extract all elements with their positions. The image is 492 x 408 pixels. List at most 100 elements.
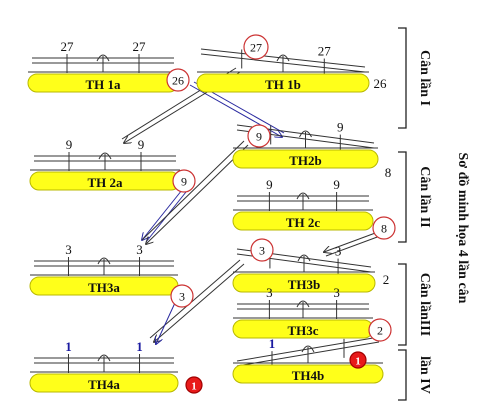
right-pan-count: 9 bbox=[333, 177, 340, 192]
balance-bar bbox=[232, 149, 379, 169]
balance-label: TH2b bbox=[289, 153, 322, 168]
right-pan-count: 3 bbox=[333, 285, 340, 300]
left-pan-count: 3 bbox=[65, 242, 72, 257]
left-pan-count: 27 bbox=[61, 39, 75, 54]
left-pan-count: 9 bbox=[266, 177, 273, 192]
balance-th2b: TH2b 9 bbox=[232, 120, 379, 169]
bracket-can4: lần IV bbox=[398, 349, 432, 401]
arrow-th3b-to-th4a-2 bbox=[149, 259, 241, 339]
right-pan-count: 9 bbox=[138, 137, 145, 152]
pivot-arc bbox=[98, 152, 112, 160]
balance-label: TH3c bbox=[287, 323, 318, 338]
right-pan-count: 27 bbox=[133, 39, 147, 54]
circled-number-c9a: 9 bbox=[247, 124, 271, 148]
number-circle bbox=[166, 68, 190, 92]
bracket-label: Cân lần II bbox=[417, 166, 432, 227]
number-circle bbox=[372, 216, 396, 240]
balance-th3b: TH3b 3 bbox=[232, 244, 376, 293]
bracket-can3: Cân lầnIII bbox=[398, 263, 432, 346]
right-pan-count: 9 bbox=[337, 120, 344, 135]
side-number-s8: 8 bbox=[385, 165, 392, 180]
right-pan-count: 3 bbox=[136, 242, 143, 257]
bracket-label: lần IV bbox=[417, 356, 432, 394]
circled-number-text: 26 bbox=[172, 74, 184, 88]
bracket-label: Cân lầnIII bbox=[417, 273, 432, 336]
balance-th4a: TH4a 1 1 bbox=[29, 339, 179, 393]
number-circle bbox=[170, 284, 194, 308]
circled-number-c3a: 3 bbox=[250, 238, 274, 262]
arrow-th2a-to-th3a bbox=[142, 189, 183, 240]
pivot-arc bbox=[301, 345, 315, 353]
left-pan-count: 9 bbox=[66, 137, 73, 152]
number-circle bbox=[243, 34, 269, 60]
circled-number-text: 1 bbox=[191, 381, 197, 393]
brackets-layer: Cân lần I Cân lần II Cân lầnIII lần IV bbox=[398, 27, 432, 401]
balance-bar bbox=[29, 373, 179, 393]
pivot-arc bbox=[97, 354, 111, 362]
pivot-arc bbox=[97, 257, 111, 265]
balance-label: TH4a bbox=[88, 377, 120, 392]
bracket-can1: Cân lần I bbox=[398, 27, 432, 129]
number-circle bbox=[349, 351, 367, 369]
number-circle bbox=[250, 238, 274, 262]
balance-label: TH4b bbox=[292, 368, 325, 383]
circled-number-c2: 2 bbox=[368, 318, 392, 342]
circled-number-text: 27 bbox=[250, 41, 262, 55]
bracket-label: Cân lần I bbox=[417, 50, 432, 106]
arrow-th3b-to-th4a bbox=[154, 263, 245, 342]
number-circle bbox=[172, 169, 196, 193]
circled-number-c1b: 1 bbox=[349, 351, 367, 369]
bracket-can2: Cân lần II bbox=[398, 151, 432, 243]
right-pan-count: 1 bbox=[136, 339, 143, 354]
side-number-s2: 2 bbox=[383, 272, 390, 287]
circled-number-text: 1 bbox=[355, 356, 361, 368]
circled-number-text: 3 bbox=[179, 290, 185, 304]
pivot-arc bbox=[299, 130, 312, 138]
balance-label: TH 2c bbox=[286, 215, 321, 230]
balance-th1b: TH 1b 27 bbox=[196, 44, 370, 93]
vertical-title: Sơ đồ minh họa 4 lần cân bbox=[455, 153, 470, 304]
circled-number-c8: 8 bbox=[372, 216, 396, 240]
arrow-th2b-to-th3a-2 bbox=[141, 140, 245, 241]
pivot-arc bbox=[296, 192, 310, 200]
circled-number-text: 8 bbox=[381, 222, 387, 236]
number-circle bbox=[185, 376, 203, 394]
circled-number-text: 3 bbox=[259, 244, 265, 258]
balance-th4b: TH4b 1 bbox=[232, 336, 384, 384]
number-circle bbox=[368, 318, 392, 342]
bracket-line bbox=[398, 151, 407, 243]
balance-th2a: TH 2a 9 9 bbox=[29, 137, 181, 191]
balance-label: TH 1a bbox=[85, 77, 121, 92]
circled-numbers-layer: 27 26 9 9 8 3 3 2 1 1 bbox=[166, 34, 396, 394]
balance-th1a: TH 1a 27 27 bbox=[27, 39, 179, 93]
balance-label: TH 2a bbox=[87, 175, 123, 190]
circled-number-c9b: 9 bbox=[172, 169, 196, 193]
circled-number-c26: 26 bbox=[166, 68, 190, 92]
balance-bar bbox=[232, 273, 376, 293]
circled-number-text: 2 bbox=[377, 324, 383, 338]
side-numbers-layer: 26 8 2 bbox=[374, 76, 392, 287]
arrows-layer bbox=[121, 67, 381, 344]
circled-number-c27: 27 bbox=[243, 34, 269, 60]
arrow-c8-to-th3b-2 bbox=[325, 235, 381, 257]
number-circle bbox=[247, 124, 271, 148]
circled-number-c1a: 1 bbox=[185, 376, 203, 394]
pivot-arc bbox=[276, 54, 290, 62]
bracket-line bbox=[398, 27, 407, 129]
arrow-c8-to-th3b bbox=[324, 231, 379, 252]
balance-label: TH3b bbox=[288, 277, 321, 292]
side-number-s26: 26 bbox=[374, 76, 388, 91]
balance-th2c: TH 2c 9 9 bbox=[232, 177, 374, 231]
arrow-th2b-to-th3a bbox=[146, 144, 249, 244]
circled-number-text: 9 bbox=[181, 175, 187, 189]
left-pan-count: 1 bbox=[269, 336, 276, 351]
balance-label: TH 1b bbox=[265, 77, 301, 92]
pivot-arc bbox=[96, 54, 110, 62]
right-pan-count: 27 bbox=[318, 44, 332, 59]
left-pan-count: 1 bbox=[65, 339, 72, 354]
pivot-arc bbox=[296, 300, 310, 308]
